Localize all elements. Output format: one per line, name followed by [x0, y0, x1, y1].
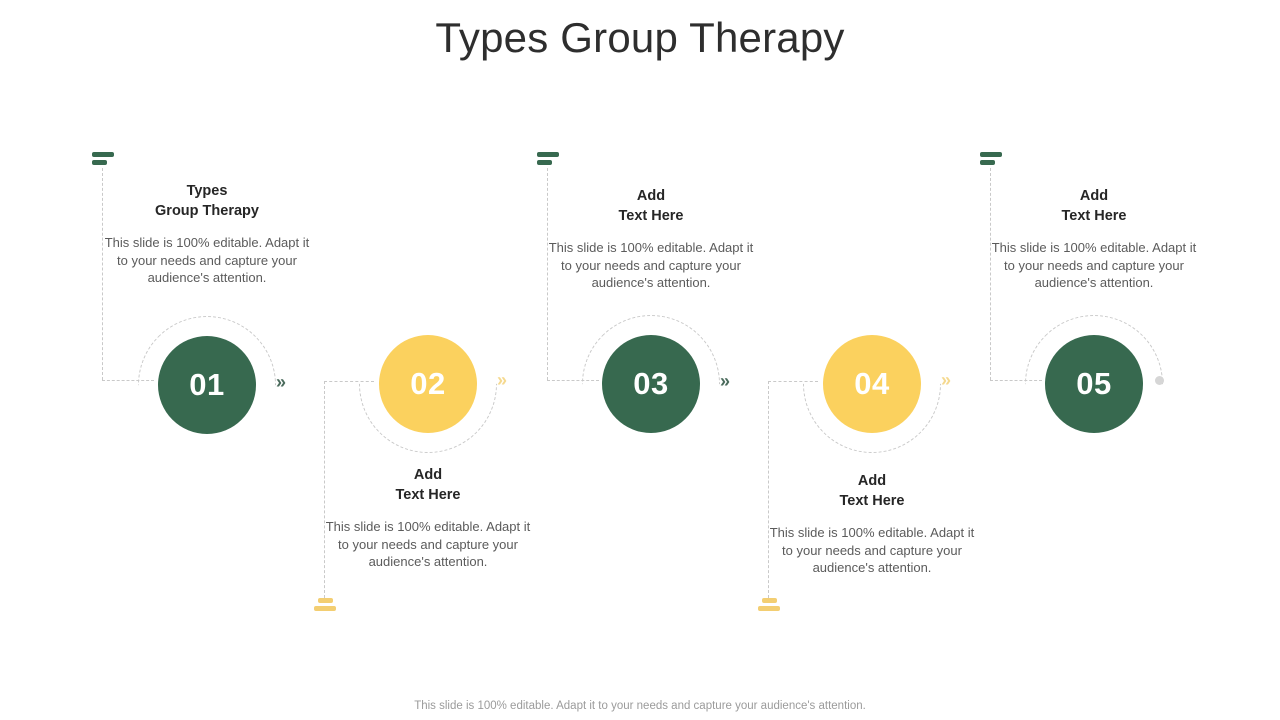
step-number-04: 04 [854, 366, 890, 401]
step-heading-05: Add Text Here [1061, 188, 1127, 224]
step-chevron-02: » [497, 370, 508, 390]
step-marker-03 [537, 152, 559, 168]
connector-vertical-05 [990, 168, 991, 380]
step-text-05: Add Text Here This slide is 100% editabl… [989, 187, 1199, 292]
marker-bar-top [762, 598, 777, 603]
step-circle-04[interactable]: 04 [823, 335, 921, 433]
step-heading-01: Types Group Therapy [155, 183, 259, 219]
step-04[interactable]: 04 » Add Text Here This slide is 100% ed… [758, 0, 1006, 720]
step-heading-03: Add Text Here [618, 188, 684, 224]
step-circle-03[interactable]: 03 [602, 335, 700, 433]
marker-bar-top [537, 152, 559, 157]
step-text-04: Add Text Here This slide is 100% editabl… [767, 472, 977, 577]
step-text-03: Add Text Here This slide is 100% editabl… [546, 187, 756, 292]
step-text-02: Add Text Here This slide is 100% editabl… [323, 466, 533, 571]
step-circle-01[interactable]: 01 [158, 336, 256, 434]
connector-vertical-02 [324, 381, 325, 603]
step-text-01: Types Group Therapy This slide is 100% e… [102, 182, 312, 287]
step-01[interactable]: Types Group Therapy This slide is 100% e… [92, 0, 340, 720]
step-05[interactable]: Add Text Here This slide is 100% editabl… [980, 0, 1228, 720]
step-number-01: 01 [189, 367, 225, 402]
step-chevron-04: » [941, 370, 952, 390]
step-circle-02[interactable]: 02 [379, 335, 477, 433]
step-body-05: This slide is 100% editable. Adapt it to… [991, 240, 1197, 290]
connector-horizontal-03 [547, 380, 599, 381]
step-02[interactable]: 02 » Add Text Here This slide is 100% ed… [314, 0, 562, 720]
marker-bar-top [980, 152, 1002, 157]
connector-vertical-01 [102, 168, 103, 380]
step-heading-02: Add Text Here [395, 467, 461, 503]
connector-horizontal-01 [102, 380, 154, 381]
connector-horizontal-05 [990, 380, 1042, 381]
footer-note: This slide is 100% editable. Adapt it to… [414, 700, 866, 712]
marker-bar-bottom [92, 160, 107, 165]
step-circle-05[interactable]: 05 [1045, 335, 1143, 433]
step-chevron-03: » [720, 371, 731, 391]
page-title: Types Group Therapy [435, 14, 845, 61]
step-marker-02 [314, 598, 336, 614]
step-body-03: This slide is 100% editable. Adapt it to… [548, 240, 754, 290]
marker-bar-top [92, 152, 114, 157]
step-number-05: 05 [1076, 366, 1112, 401]
timeline-end-dot-icon [1155, 376, 1164, 385]
step-marker-04 [758, 598, 780, 614]
step-marker-01 [92, 152, 114, 168]
step-marker-05 [980, 152, 1002, 168]
step-number-03: 03 [633, 366, 669, 401]
marker-bar-top [318, 598, 333, 603]
step-03[interactable]: Add Text Here This slide is 100% editabl… [537, 0, 785, 720]
marker-bar-bottom [314, 606, 336, 611]
step-chevron-01: » [276, 372, 287, 392]
connector-horizontal-02 [324, 381, 374, 382]
connector-horizontal-04 [768, 381, 818, 382]
step-body-02: This slide is 100% editable. Adapt it to… [325, 519, 531, 569]
step-body-04: This slide is 100% editable. Adapt it to… [769, 525, 975, 575]
step-number-02: 02 [410, 366, 446, 401]
step-body-01: This slide is 100% editable. Adapt it to… [104, 235, 310, 285]
connector-vertical-04 [768, 381, 769, 603]
marker-bar-bottom [980, 160, 995, 165]
connector-vertical-03 [547, 168, 548, 380]
step-heading-04: Add Text Here [839, 473, 905, 509]
marker-bar-bottom [537, 160, 552, 165]
marker-bar-bottom [758, 606, 780, 611]
